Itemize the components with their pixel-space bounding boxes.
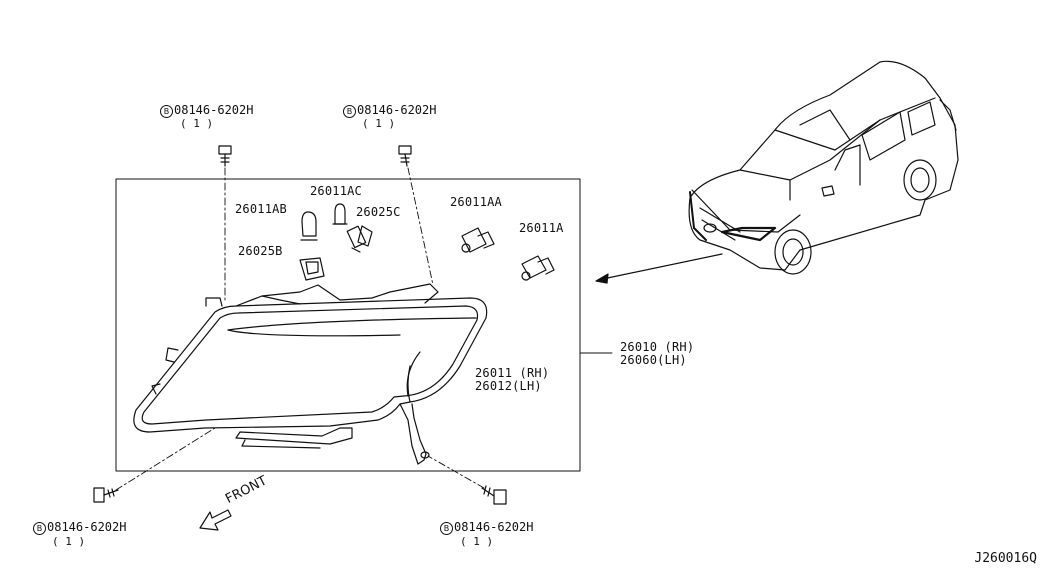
label-26011AC: 26011AC bbox=[310, 184, 362, 198]
label-26011AB: 26011AB bbox=[235, 202, 287, 216]
bolt-part-number: 08146-6202H bbox=[47, 520, 127, 534]
label-lens-rh: 26011 (RH) bbox=[475, 366, 550, 380]
bolt-symbol-icon: B bbox=[343, 105, 356, 118]
bolt-symbol-icon: B bbox=[440, 522, 453, 535]
bolt-qty-top-right: ( 1 ) bbox=[362, 117, 396, 130]
label-lens-lh: 26012(LH) bbox=[475, 379, 542, 393]
label-assembly-rh: 26010 (RH) bbox=[620, 340, 695, 354]
bolt-qty-top-left: ( 1 ) bbox=[180, 117, 214, 130]
vehicle-icon bbox=[688, 60, 959, 275]
label-26025B: 26025B bbox=[238, 244, 283, 258]
bolt-symbol-icon: B bbox=[160, 105, 173, 118]
assembly-frame bbox=[115, 178, 581, 472]
bolt-qty-bottom-right: ( 1 ) bbox=[460, 535, 494, 548]
bulb-26011AC bbox=[332, 203, 348, 225]
label-26025C: 26025C bbox=[356, 205, 401, 219]
bolt-part-number: 08146-6202H bbox=[174, 103, 254, 117]
location-pointer bbox=[595, 253, 723, 284]
bolt-bottom-left-icon bbox=[93, 487, 119, 503]
bolt-top-right-icon bbox=[398, 145, 412, 167]
diagram-code: J260016Q bbox=[974, 551, 1037, 566]
bolt-qty-bottom-left: ( 1 ) bbox=[52, 535, 86, 548]
front-arrow-icon bbox=[199, 509, 232, 531]
bolt-bottom-right-icon bbox=[481, 485, 507, 505]
socket-26025B bbox=[299, 257, 325, 281]
fastener-lines bbox=[115, 167, 485, 491]
bolt-top-left-icon bbox=[218, 145, 232, 167]
label-assembly-lh: 26060(LH) bbox=[620, 353, 687, 367]
bulb-26011A bbox=[521, 255, 555, 281]
bolt-symbol-icon: B bbox=[33, 522, 46, 535]
label-26011AA: 26011AA bbox=[450, 195, 502, 209]
label-26011A: 26011A bbox=[519, 221, 564, 235]
bulb-26011AB bbox=[300, 211, 318, 241]
bolt-part-number: 08146-6202H bbox=[454, 520, 534, 534]
bulb-26011AA bbox=[461, 227, 495, 253]
socket-26025C bbox=[346, 225, 373, 253]
bolt-part-number: 08146-6202H bbox=[357, 103, 437, 117]
headlamp-assembly bbox=[133, 283, 488, 465]
